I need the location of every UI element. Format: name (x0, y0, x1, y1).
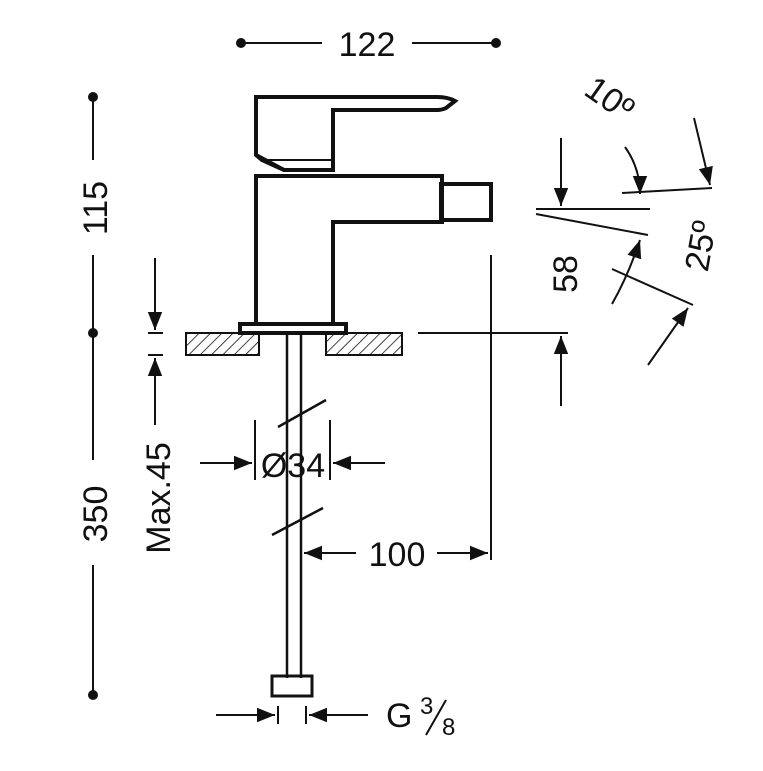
reach-label: 100 (369, 536, 426, 574)
angle-10-dimension: 10º (578, 69, 713, 195)
diameter-label: Ø34 (261, 447, 325, 485)
spout-height-label: 58 (547, 255, 585, 293)
connection-numerator: 3 (420, 693, 433, 720)
angle-25-dimension: 25º (535, 213, 724, 366)
height-dimensions: 115 350 (77, 92, 115, 700)
supply-hose (270, 333, 327, 698)
connection-denominator: 8 (442, 714, 455, 741)
width-dimension: 122 (236, 26, 501, 64)
max-thickness-dimension: Max.45 (140, 258, 178, 554)
height-350-label: 350 (77, 486, 115, 543)
spout-height-dimension: 58 (536, 138, 650, 406)
connection-prefix: G (386, 697, 412, 735)
reach-dimension: 100 (304, 255, 492, 574)
angle-25-label: 25º (678, 218, 724, 274)
width-label: 122 (339, 26, 396, 64)
connection-dimension: G 3 8 (216, 693, 455, 741)
diameter-dimension: Ø34 (200, 420, 385, 485)
height-115-label: 115 (77, 181, 115, 235)
angle-10-label: 10º (578, 69, 641, 129)
max-45-label: Max.45 (140, 442, 178, 554)
mixer-body (238, 95, 493, 335)
countertop-section (185, 332, 568, 356)
